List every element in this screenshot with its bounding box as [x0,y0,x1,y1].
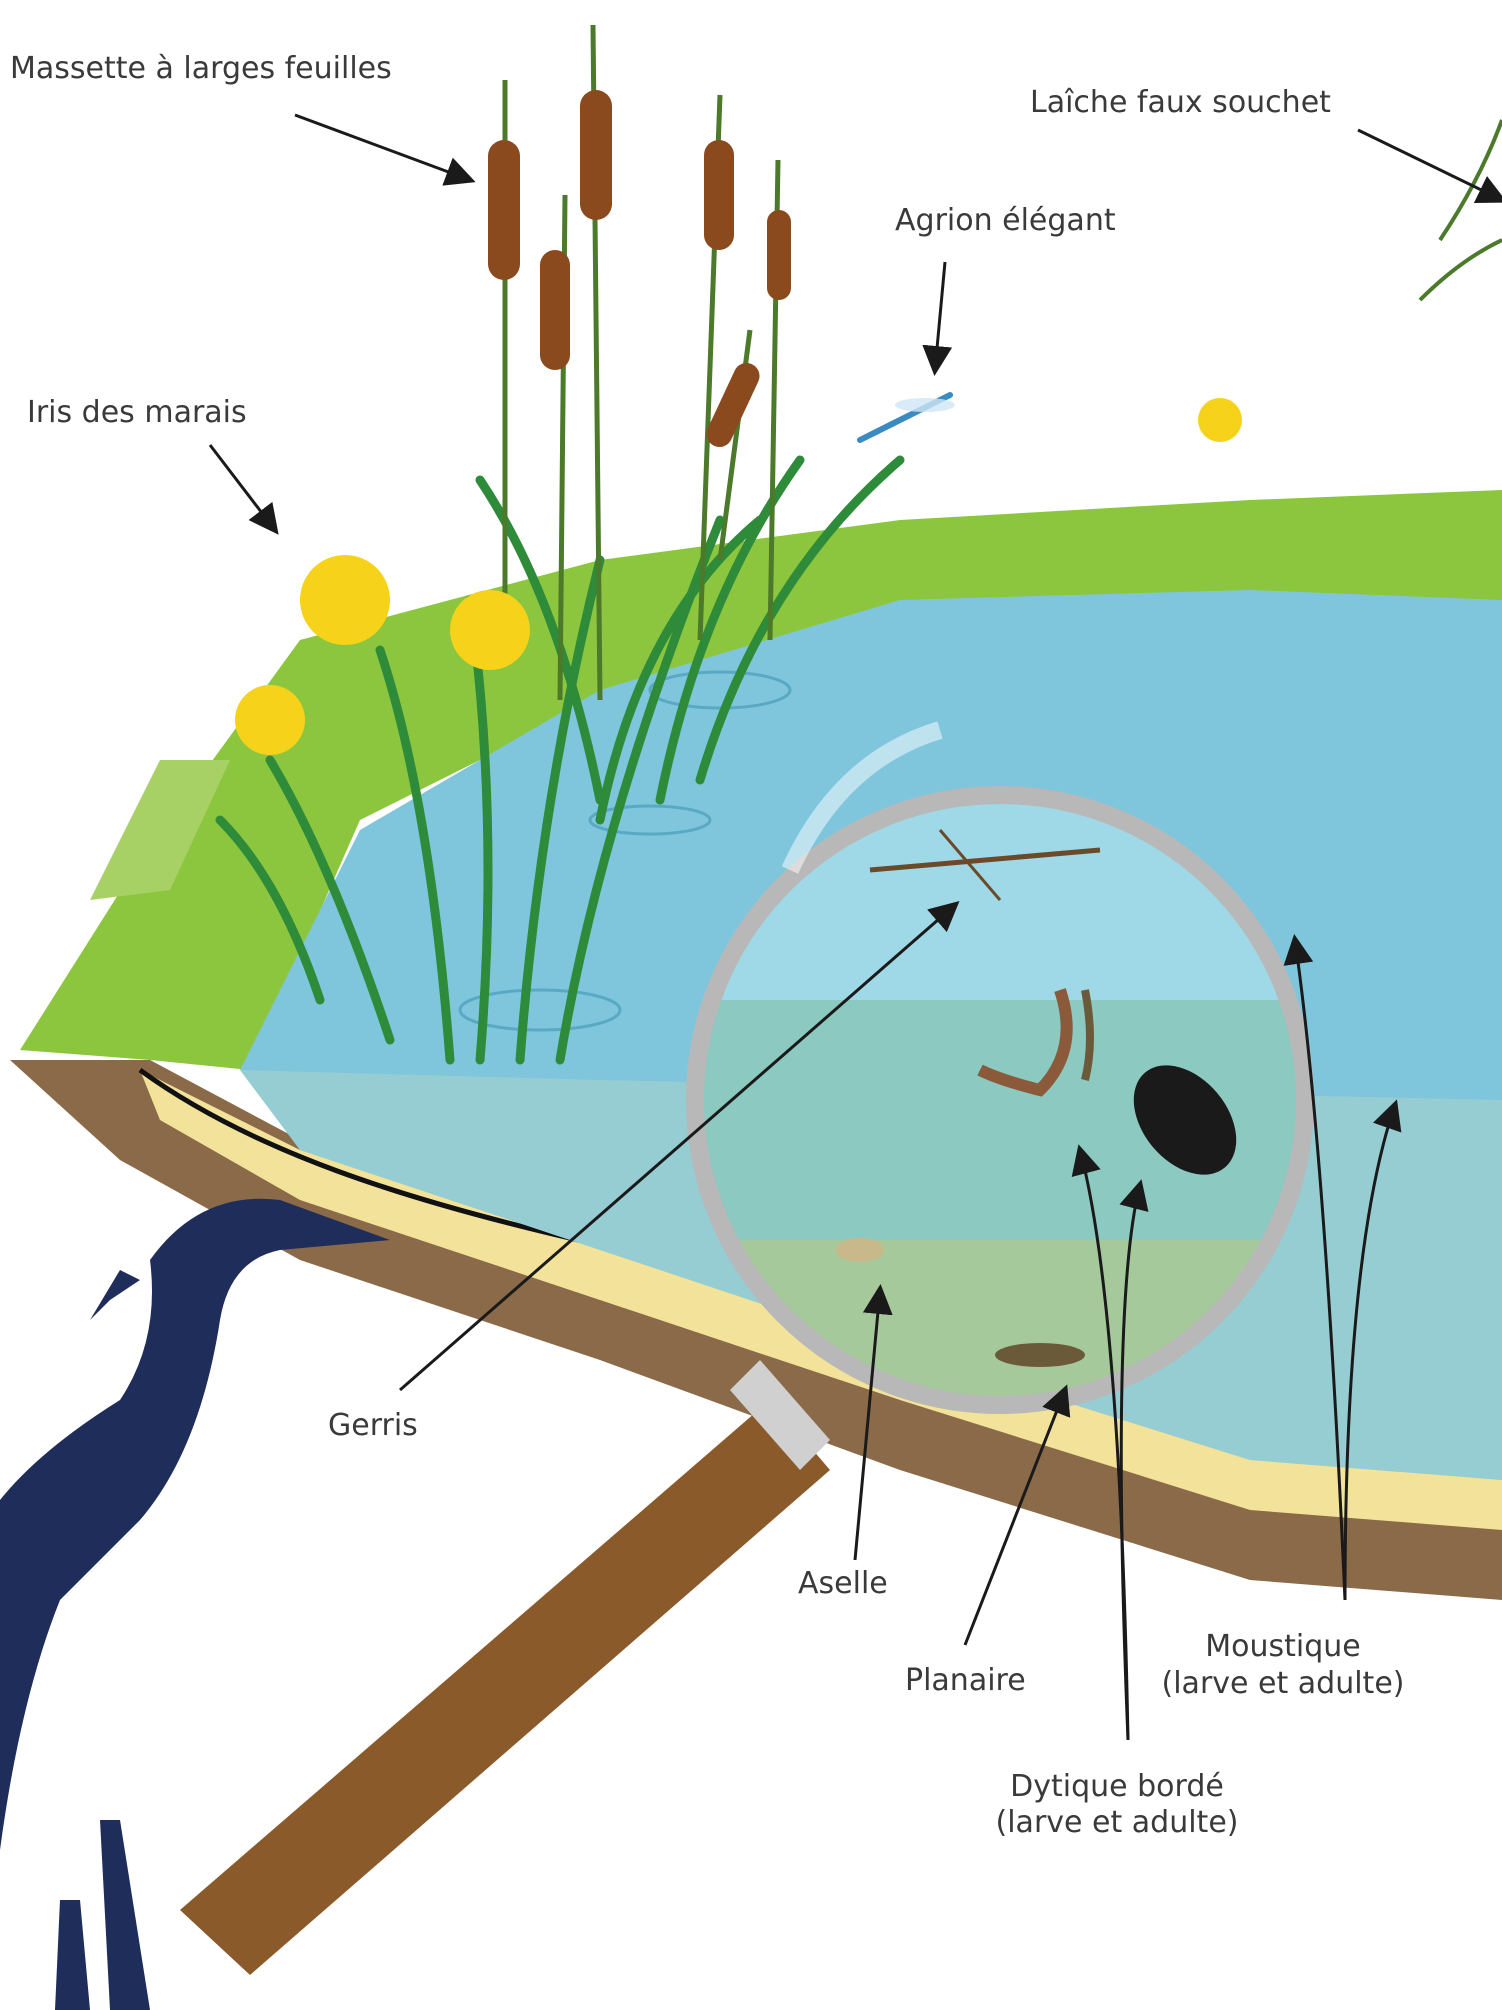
label-aselle: Aselle [798,1566,888,1601]
cattail-head [540,250,570,370]
cattail-head [767,210,791,300]
label-massette: Massette à larges feuilles [10,51,392,86]
iris-flower [450,590,530,670]
cattail-head [580,90,612,220]
label-laiche: Laîche faux souchet [1030,85,1331,120]
damselfly [860,395,955,440]
label-dytique: Dytique bordé [1010,1769,1224,1804]
label-planaire: Planaire [905,1663,1026,1698]
isopod [836,1238,884,1262]
flatworm [995,1343,1085,1367]
label-agrion: Agrion élégant [895,203,1116,238]
label-dytique-sub: (larve et adulte) [996,1805,1239,1840]
label-moustique: Moustique [1205,1629,1361,1664]
cattail-head [704,140,734,250]
iris-flower [235,685,305,755]
label-gerris: Gerris [328,1408,418,1443]
iris-flower [1198,398,1242,442]
sedge [1420,120,1502,300]
iris-flower [300,555,390,645]
cattail-head [488,140,520,280]
label-moustique-sub: (larve et adulte) [1162,1666,1405,1701]
label-iris: Iris des marais [27,395,247,430]
